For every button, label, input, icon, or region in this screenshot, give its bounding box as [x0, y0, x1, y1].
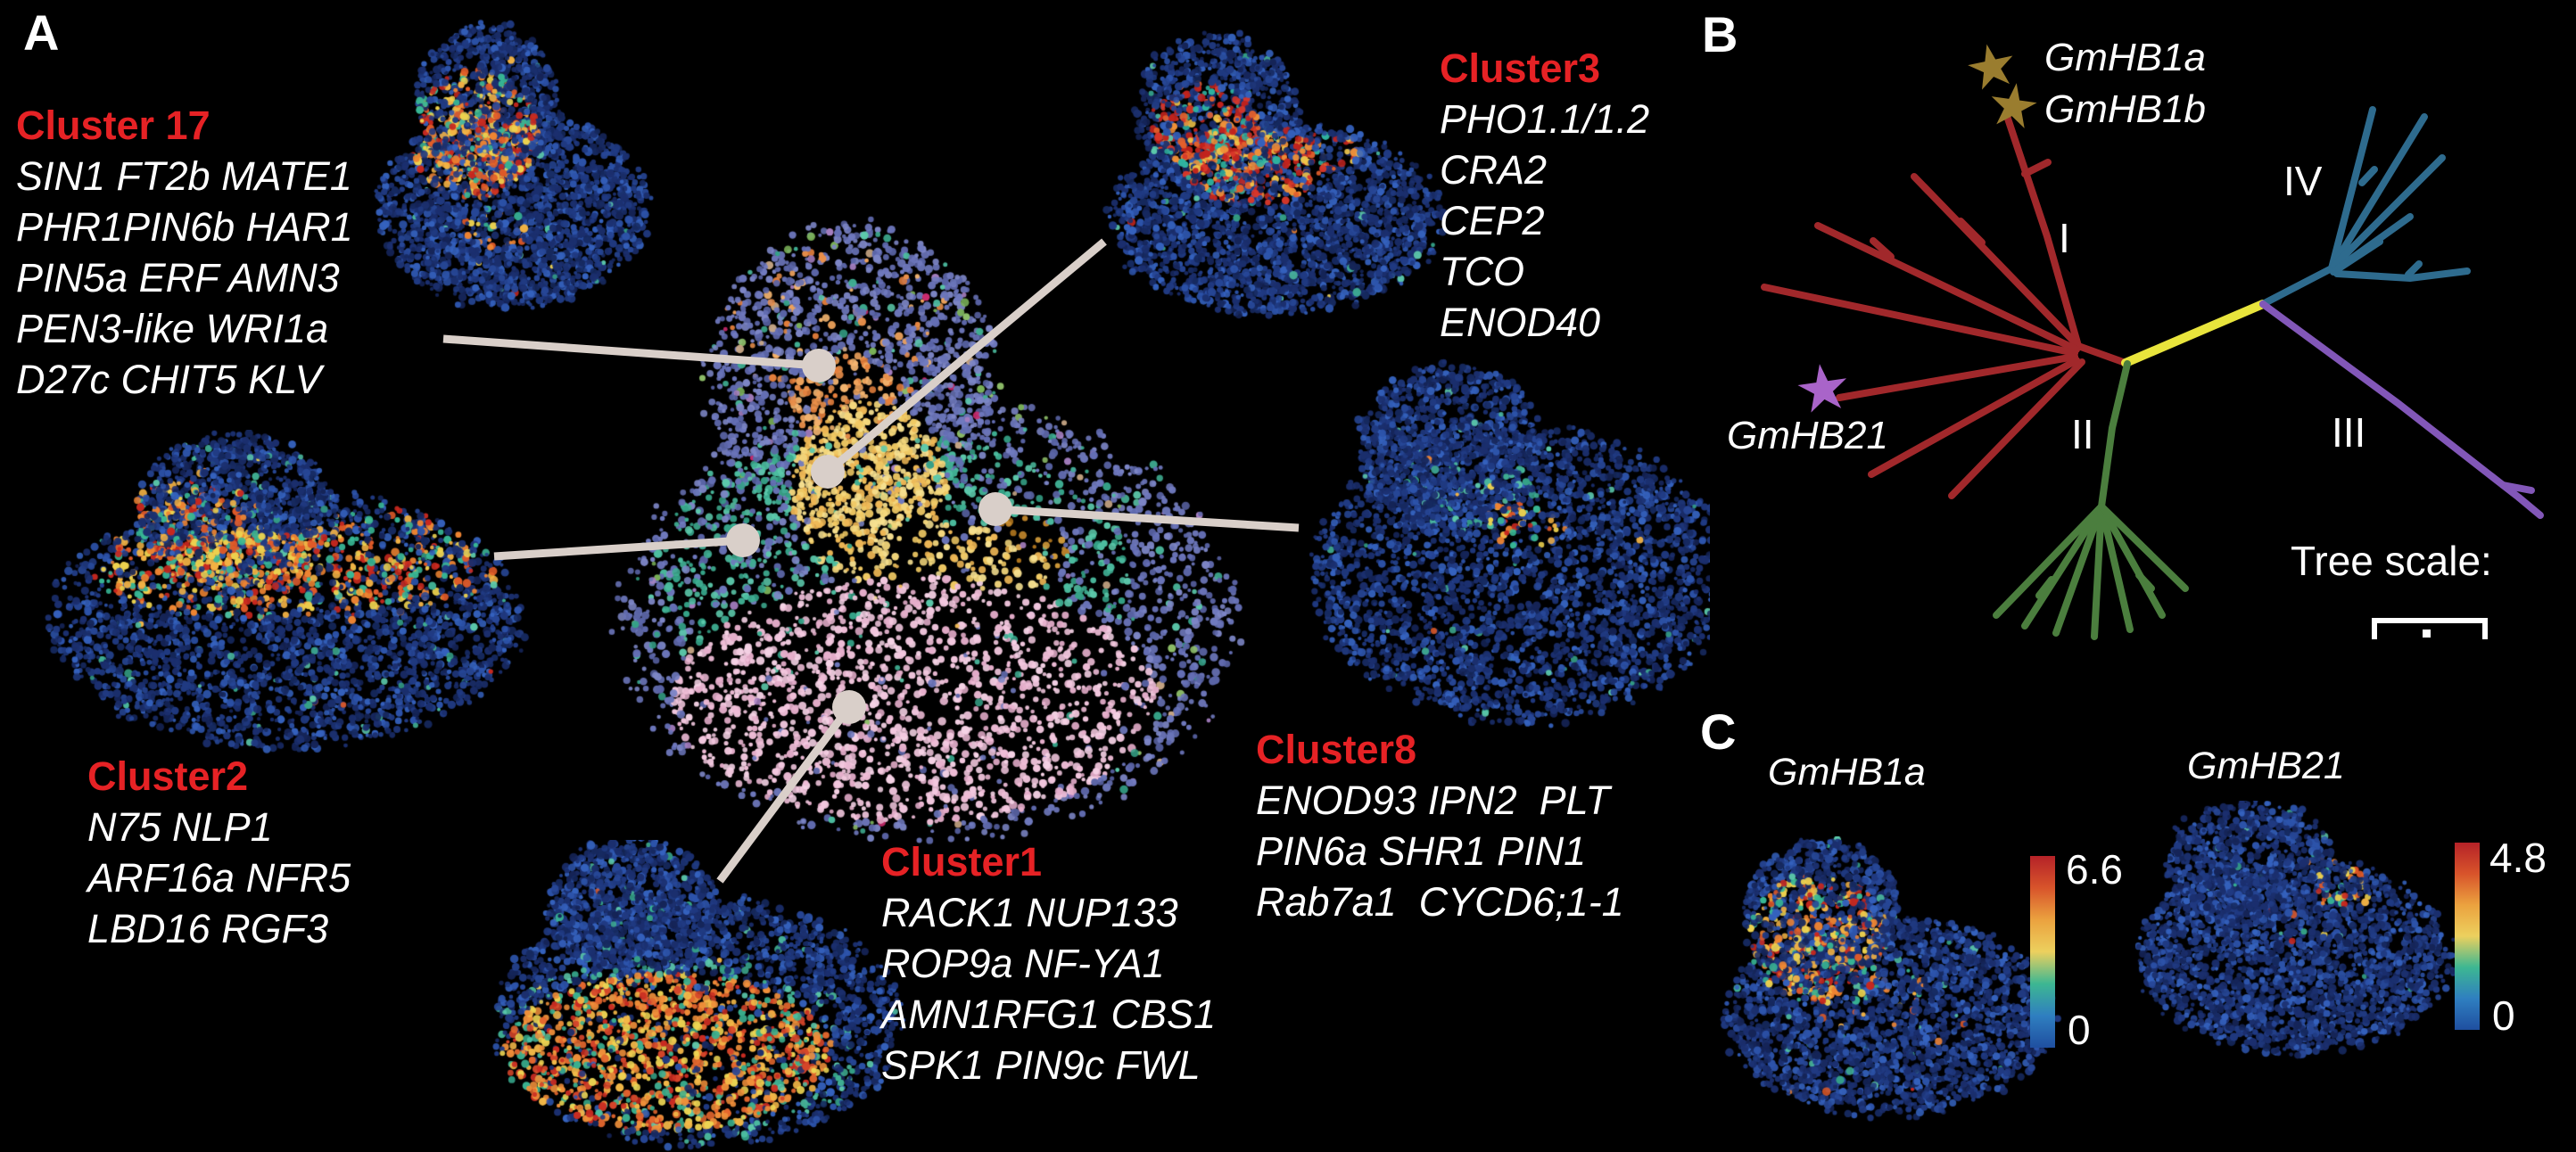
clade-numeral-ii: II: [2071, 411, 2094, 457]
colorbar-gmhb21-min: 0: [2492, 992, 2515, 1039]
connector-dot-cluster8: [978, 492, 1012, 526]
tissue-section-cluster2-map: [43, 430, 547, 755]
cluster17-block: Cluster 17 SIN1 FT2b MATE1 PHR1PIN6b HAR…: [16, 100, 353, 405]
connector-line-cluster1: [716, 704, 853, 884]
cluster17-gene-line: PHR1PIN6b HAR1: [16, 204, 353, 250]
connector-line-cluster17: [442, 334, 820, 370]
cluster3-gene-line: PHO1.1/1.2: [1440, 96, 1650, 142]
cluster1-gene-line: AMN1RFG1 CBS1: [881, 992, 1217, 1037]
cluster8-title: Cluster8: [1256, 727, 1417, 772]
tissue-section-cluster8-map: [1277, 355, 1710, 734]
tree-scale-bar-dot: [2423, 629, 2431, 638]
map-title-gmhb21: GmHB21: [2187, 745, 2345, 787]
star-icon-gmhb1b: [1991, 83, 2037, 128]
cluster17-gene-line: PIN5a ERF AMN3: [16, 255, 340, 300]
expression-map-gmhb21: [2134, 801, 2459, 1099]
colorbar-gmhb21: [2455, 843, 2480, 1030]
cluster8-gene-line: PIN6a SHR1 PIN1: [1256, 828, 1587, 874]
clade-numeral-iv: IV: [2283, 158, 2323, 204]
tree-clade-iii: [2259, 300, 2544, 519]
tree-clade-i: [1761, 112, 2129, 499]
tree-connector-branch: [2121, 300, 2267, 367]
connector-dot-cluster17: [802, 349, 836, 383]
colorbar-gmhb1a-max: 6.6: [2066, 846, 2123, 893]
tissue-section-cluster1-map: [483, 840, 907, 1152]
cluster2-title: Cluster2: [87, 753, 249, 799]
phylogenetic-tree: [1761, 44, 2544, 640]
connector-dot-cluster3: [811, 455, 845, 489]
cluster3-gene-line: CRA2: [1440, 147, 1548, 193]
cluster1-title: Cluster1: [881, 839, 1043, 885]
cluster17-gene-line: SIN1 FT2b MATE1: [16, 153, 352, 199]
cluster3-title: Cluster3: [1440, 45, 1601, 91]
clade-numeral-i: I: [2059, 215, 2070, 261]
tree-scale-label: Tree scale:: [2291, 538, 2492, 584]
cluster2-gene-line: LBD16 RGF3: [87, 906, 329, 951]
cluster17-gene-line: PEN3-like WRI1a: [16, 306, 329, 351]
cluster8-gene-line: ENOD93 IPN2 PLT: [1256, 778, 1610, 823]
cluster8-block: Cluster8 ENOD93 IPN2 PLT PIN6a SHR1 PIN1…: [1256, 724, 1624, 927]
cluster3-gene-line: ENOD40: [1440, 300, 1601, 345]
cluster1-block: Cluster1 RACK1 NUP133 ROP9a NF-YA1 AMN1R…: [881, 836, 1216, 1090]
panel-b-label: B: [1702, 6, 1738, 62]
cluster1-gene-line: SPK1 PIN9c FWL: [881, 1042, 1201, 1088]
taxon-label-gmhb1a: GmHB1a: [2044, 36, 2206, 79]
connector-line-cluster8: [995, 505, 1300, 532]
tree-scale-bar: [2372, 618, 2488, 639]
cluster8-gene-line: Rab7a1 CYCD6;1-1: [1256, 879, 1624, 925]
star-icon-gmhb1a: [1968, 44, 2013, 90]
connector-line-cluster2: [493, 536, 744, 561]
star-icon-gmhb21: [1797, 364, 1847, 413]
connector-line-cluster3: [825, 238, 1107, 475]
cluster2-gene-line: ARF16a NFR5: [87, 855, 351, 901]
tree-clade-ii: [1993, 360, 2189, 640]
taxon-label-gmhb21: GmHB21: [1727, 414, 1888, 457]
connector-dot-cluster1: [832, 690, 866, 724]
tissue-section-central-clustered: [589, 212, 1253, 859]
cluster3-block: Cluster3 PHO1.1/1.2 CRA2 CEP2 TCO ENOD40: [1440, 43, 1649, 348]
panel-a-label: A: [23, 4, 60, 61]
colorbar-gmhb21-max: 4.8: [2489, 835, 2547, 881]
taxon-label-gmhb1b: GmHB1b: [2044, 87, 2206, 131]
connector-dot-cluster2: [726, 523, 760, 557]
map-title-gmhb1a: GmHB1a: [1768, 751, 1926, 794]
connector-line-group: [442, 238, 1300, 884]
cluster17-title: Cluster 17: [16, 103, 211, 148]
cluster2-gene-line: N75 NLP1: [87, 804, 273, 850]
cluster2-block: Cluster2 N75 NLP1 ARF16a NFR5 LBD16 RGF3: [87, 751, 351, 954]
cluster1-gene-line: RACK1 NUP133: [881, 890, 1178, 935]
cluster17-gene-line: D27c CHIT5 KLV: [16, 357, 322, 402]
cluster3-gene-line: CEP2: [1440, 198, 1545, 243]
cluster1-gene-line: ROP9a NF-YA1: [881, 941, 1165, 986]
clade-numeral-iii: III: [2332, 409, 2366, 456]
colorbar-gmhb1a-min: 0: [2068, 1007, 2091, 1053]
cluster3-gene-line: TCO: [1440, 249, 1524, 294]
panel-c-label: C: [1700, 704, 1737, 760]
tree-clade-iv: [2259, 106, 2471, 308]
colorbar-gmhb1a: [2030, 856, 2055, 1048]
expression-map-gmhb1a: [1714, 836, 2067, 1152]
